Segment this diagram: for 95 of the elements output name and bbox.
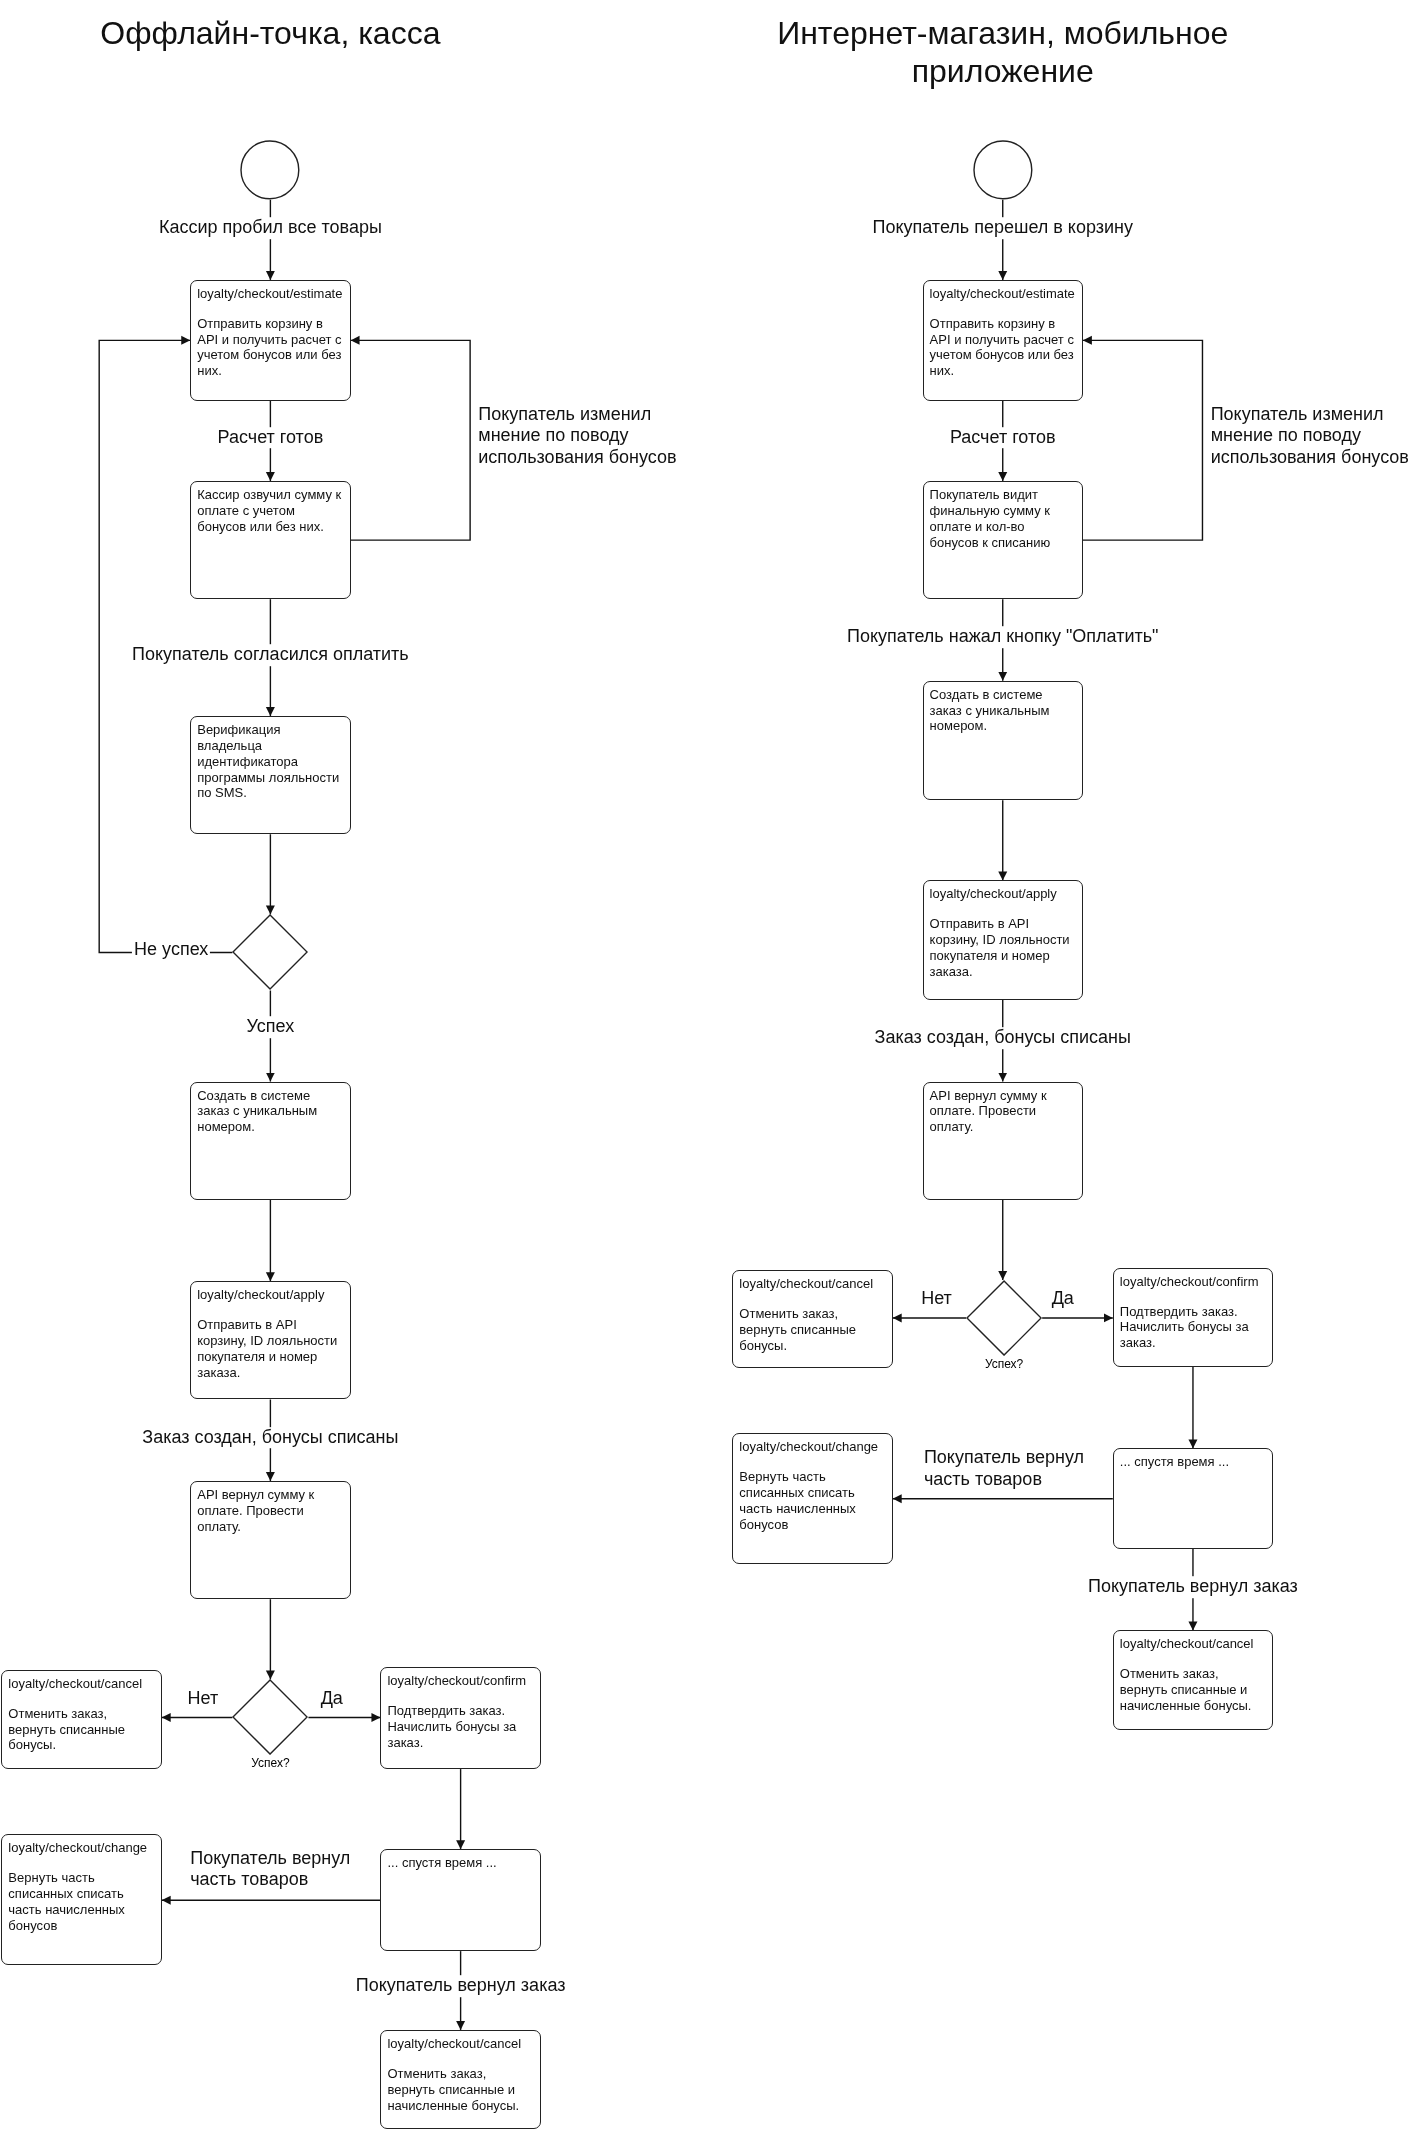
- endpoint-name: loyalty/checkout/apply: [929, 886, 1058, 903]
- arrow: [265, 1199, 275, 1282]
- process-box: [190, 1081, 351, 1200]
- box-text: Отменить заказ, вернуть списанные и начисленные бонусы.: [1119, 1666, 1253, 1714]
- arrow: [998, 1199, 1008, 1281]
- edge-label: Нет: [921, 1288, 953, 1310]
- edge-label: Нет: [187, 1687, 220, 1710]
- edge-label: Заказ создан, бонусы списаны: [872, 1027, 1133, 1049]
- process-box: [1112, 1448, 1274, 1549]
- start-circle: [972, 139, 1033, 200]
- process-box: [922, 880, 1083, 1000]
- endpoint-name: loyalty/checkout/cancel: [387, 2035, 523, 2052]
- edge-label: Да: [1051, 1288, 1075, 1310]
- box-text: Подтвердить заказ. Начислить бонусы за заказ.: [387, 1703, 518, 1751]
- column-heading: Интернет-магазин, мобильное приложение: [776, 13, 1230, 91]
- edge-label: Покупатель изменил мнение по поводу использования бонусов: [478, 403, 678, 469]
- process-box: [922, 1081, 1083, 1200]
- endpoint-name: loyalty/checkout/cancel: [8, 1675, 144, 1692]
- edge-label: Заказ создан, бонусы списаны: [140, 1426, 401, 1449]
- endpoint-name: loyalty/checkout/estimate: [197, 285, 344, 302]
- edge-label: Покупатель изменил мнение по поводу использования бонусов: [1210, 403, 1409, 469]
- box-text: Отправить корзину в API и получить расчет с учетом бонусов или без них.: [929, 315, 1075, 380]
- edge-label: Покупатель вернул заказ: [1086, 1576, 1300, 1598]
- decision-diamond: [966, 1279, 1043, 1356]
- box-text: Отменить заказ, вернуть списанные бонусы.: [8, 1705, 127, 1754]
- process-box: [380, 1667, 541, 1770]
- box-text: Отправить в API корзину, ID лояльности покупателя и номер заказа.: [929, 916, 1071, 980]
- box-text: Вернуть часть списанных списать часть начисленных бонусов: [8, 1870, 126, 1934]
- arrow: [1082, 335, 1204, 541]
- box-text: Отправить в API корзину, ID лояльности покупателя и номер заказа.: [197, 1317, 339, 1381]
- arrow: [98, 335, 234, 954]
- process-box: [1112, 1267, 1274, 1367]
- endpoint-name: loyalty/checkout/cancel: [739, 1276, 875, 1293]
- process-box: [922, 279, 1083, 401]
- box-text: Отправить корзину в API и получить расчет с учетом бонусов или без них.: [197, 315, 343, 380]
- arrow: [265, 833, 275, 916]
- box-text: Отменить заказ, вернуть списанные и начисленные бонусы.: [387, 2065, 521, 2114]
- process-box: [1, 1669, 162, 1770]
- process-box: [732, 1433, 893, 1564]
- endpoint-name: loyalty/checkout/change: [739, 1439, 880, 1456]
- start-circle: [240, 139, 301, 200]
- endpoint-name: loyalty/checkout/cancel: [1119, 1636, 1255, 1653]
- edge-label: Да: [320, 1687, 344, 1710]
- decision-diamond: [232, 914, 309, 991]
- box-text: ... спустя время ...: [1119, 1454, 1231, 1471]
- arrow: [265, 1598, 275, 1681]
- node-caption: Успех?: [251, 1756, 290, 1771]
- decision-diamond: [232, 1679, 309, 1756]
- arrow: [349, 335, 471, 541]
- arrow: [891, 1313, 967, 1323]
- box-text: Покупатель видит финальную сумму к оплате и кол-во бонусов к списанию: [929, 487, 1052, 551]
- arrow: [998, 799, 1008, 882]
- arrow: [161, 1895, 382, 1905]
- endpoint-name: loyalty/checkout/confirm: [1119, 1273, 1260, 1290]
- edge-label: Расчет готов: [215, 426, 326, 449]
- process-box: [190, 716, 351, 835]
- endpoint-name: loyalty/checkout/apply: [197, 1287, 326, 1304]
- edge-label: Покупатель согласился оплатить: [130, 644, 411, 666]
- box-text: Создать в системе заказ с уникальным номером.: [929, 686, 1051, 735]
- box-text: Кассир озвучил сумму к оплате с учетом бонусов или без них.: [197, 487, 343, 535]
- process-box: [1112, 1630, 1274, 1730]
- box-text: Верификация владельца идентификатора программы лояльности по SMS.: [197, 722, 341, 802]
- process-box: [190, 279, 351, 401]
- process-box: [190, 1481, 351, 1600]
- box-text: Создать в системе заказ с уникальным номером.: [197, 1087, 319, 1136]
- box-text: API вернул сумму к оплате. Провести оплату.: [929, 1087, 1048, 1136]
- endpoint-name: loyalty/checkout/change: [8, 1840, 149, 1857]
- arrow: [1041, 1313, 1114, 1323]
- box-text: ... спустя время ...: [387, 1855, 498, 1872]
- edge-label: Покупатель нажал кнопку "Оплатить": [845, 626, 1161, 649]
- process-box: [732, 1270, 893, 1369]
- edge-label: Успех: [244, 1016, 297, 1038]
- box-text: Отменить заказ, вернуть списанные бонусы.: [739, 1306, 858, 1354]
- process-box: [380, 2029, 541, 2130]
- arrow: [456, 1768, 466, 1850]
- process-box: [380, 1849, 541, 1952]
- process-box: [190, 481, 351, 600]
- box-text: Вернуть часть списанных списать часть начисленных бонусов: [739, 1469, 857, 1533]
- arrow: [891, 1494, 1114, 1504]
- edge-label: Покупатель вернул часть товаров: [190, 1847, 352, 1892]
- endpoint-name: loyalty/checkout/confirm: [387, 1673, 528, 1689]
- endpoint-name: loyalty/checkout/estimate: [929, 285, 1076, 302]
- process-box: [1, 1834, 162, 1965]
- arrow: [307, 1712, 382, 1722]
- process-box: [922, 481, 1083, 600]
- arrow: [1188, 1366, 1198, 1450]
- process-box: [922, 680, 1083, 801]
- box-text: Подтвердить заказ. Начислить бонусы за заказ.: [1119, 1303, 1250, 1352]
- edge-label: Покупатель вернул часть товаров: [923, 1447, 1086, 1491]
- box-text: API вернул сумму к оплате. Провести оплату.: [197, 1487, 316, 1535]
- arrow: [161, 1712, 234, 1722]
- process-box: [190, 1281, 351, 1400]
- edge-label: Покупатель перешел в корзину: [870, 217, 1135, 240]
- node-caption: Успех?: [984, 1357, 1024, 1371]
- column-heading: Оффлайн-точка, касса: [99, 13, 442, 52]
